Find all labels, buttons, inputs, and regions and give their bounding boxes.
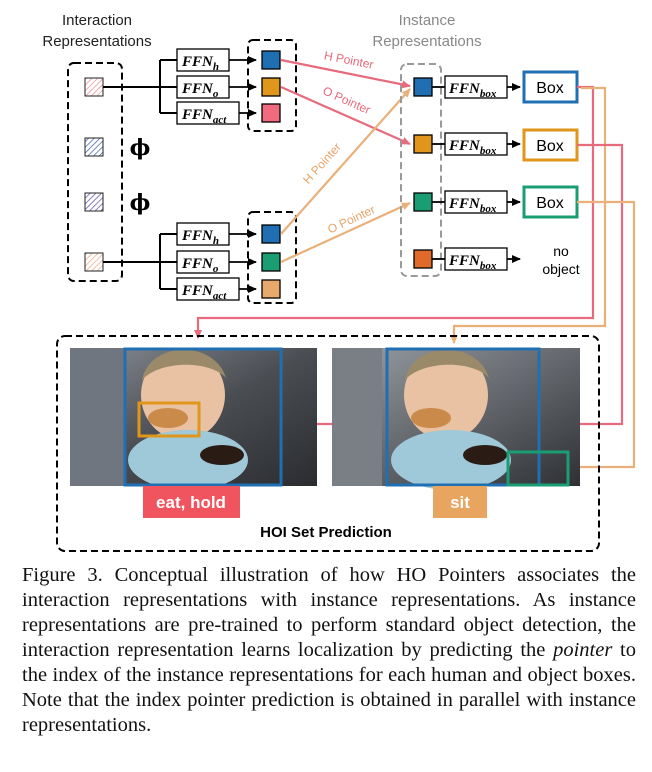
o-pointer-top (280, 85, 411, 146)
interaction-token-2 (84, 137, 104, 157)
hoi-set-prediction-title: HOI Set Prediction (260, 524, 392, 541)
object-bbox-left (137, 401, 201, 438)
interaction-representations-container (67, 62, 123, 282)
box-output-object-orange: Box (522, 128, 579, 162)
ffn-box-row-3: FFNbox (432, 190, 521, 215)
hoi-set-prediction-container (56, 335, 600, 552)
ffn-box-row-1: FFNbox (432, 75, 521, 100)
interaction-title-line1: Interaction (62, 12, 132, 29)
photo-left (70, 348, 317, 490)
action-score-bottom (261, 279, 281, 299)
box-output-human: Box (522, 70, 579, 104)
svg-text:FFNbox: FFNbox (448, 81, 497, 100)
figure-caption: Figure 3. Conceptual illustration of how… (22, 563, 636, 738)
object-score-bottom (261, 252, 281, 272)
action-score-top (261, 103, 281, 123)
svg-text:FFNh: FFNh (181, 228, 219, 247)
ffn-h-top: FFNh (176, 48, 230, 73)
caption-emphasis-pointer: pointer (553, 639, 613, 661)
ffn-act-top: FFNact (176, 101, 240, 126)
svg-text:FFNbox: FFNbox (448, 253, 497, 272)
svg-text:FFNo: FFNo (181, 81, 219, 100)
svg-text:FFNbox: FFNbox (448, 138, 497, 157)
no-object-label-line1: no (553, 243, 569, 259)
ffn-o-bottom: FFNo (176, 250, 230, 275)
human-box-route-right (450, 86, 607, 344)
box-output-object-green: Box (522, 185, 579, 219)
action-label-left: eat, hold (143, 486, 240, 518)
ffn-h-bottom: FFNh (176, 222, 230, 247)
instance-token-no-object (413, 249, 433, 269)
svg-text:FFNbox: FFNbox (448, 196, 497, 215)
o-pointer-label-bottom: O Pointer (325, 202, 377, 236)
interaction-token-3 (84, 192, 104, 212)
o-pointer-bottom (280, 201, 411, 264)
h-pointer-label-top: H Pointer (323, 48, 375, 71)
ffn-output-arrows (229, 56, 257, 293)
interaction-token-1 (84, 77, 104, 97)
svg-text:FFNo: FFNo (181, 256, 219, 275)
ffn-act-bottom: FFNact (176, 277, 240, 302)
ffn-box-row-2: FFNbox (432, 132, 521, 157)
human-score-bottom (261, 224, 281, 244)
svg-text:Box: Box (536, 80, 564, 97)
phi-symbol-1: ϕ (130, 135, 151, 161)
human-bbox-right (385, 347, 541, 487)
object-box-route-right (539, 200, 636, 471)
action-label-right: sit (433, 486, 487, 518)
h-pointer-top (280, 58, 411, 89)
bottom-output-container (247, 211, 297, 304)
h-pointer-label-bottom: H Pointer (300, 140, 344, 187)
svg-text:FFNh: FFNh (181, 54, 219, 73)
human-score-top (261, 50, 281, 70)
svg-text:FFNact: FFNact (181, 107, 227, 126)
top-output-container (247, 39, 297, 132)
instance-representations-container (400, 63, 442, 277)
phi-symbol-2: ϕ (130, 190, 151, 216)
interaction-title-line2: Representations (42, 33, 151, 50)
object-bbox-right (506, 450, 570, 487)
instance-token-object-orange (413, 134, 433, 154)
caption-text-suffix: to the index of the instance representat… (22, 639, 637, 736)
o-pointer-label-top: O Pointer (321, 84, 373, 117)
object-score-top (261, 77, 281, 97)
interaction-token-4 (84, 252, 104, 272)
ffn-o-top: FFNo (176, 75, 230, 100)
caption-text-prefix: Figure 3. Conceptual illustration of how… (22, 564, 636, 661)
instance-title-line1: Instance (399, 12, 456, 29)
svg-text:FFNact: FFNact (181, 283, 227, 302)
svg-text:Box: Box (536, 195, 564, 212)
svg-text:eat, hold: eat, hold (156, 493, 226, 512)
svg-text:sit: sit (450, 493, 470, 512)
instance-title-line2: Representations (372, 33, 481, 50)
hoi-pointer-figure: Interaction Representations Instance Rep… (42, 12, 636, 552)
h-pointer-bottom (280, 88, 411, 235)
bottom-branch-connectors (103, 233, 177, 290)
photo-right (332, 348, 580, 490)
human-bbox-left (123, 347, 283, 487)
instance-token-object-green (413, 192, 433, 212)
svg-text:Box: Box (536, 138, 564, 155)
ffn-box-row-4: FFNbox (432, 247, 521, 272)
instance-token-human (413, 77, 433, 97)
no-object-label-line2: object (542, 261, 579, 277)
top-branch-connectors (103, 59, 177, 114)
